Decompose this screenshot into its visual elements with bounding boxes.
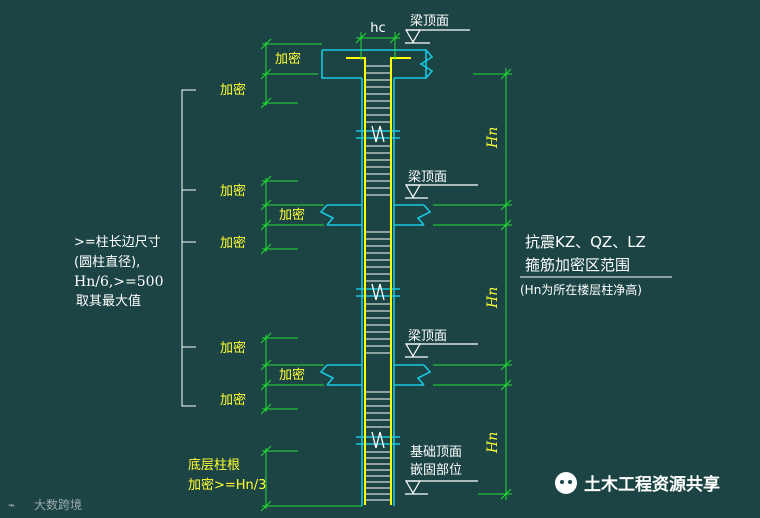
bottom-rule-line1: 底层柱根: [188, 457, 240, 473]
dense-label-d: 加密: [220, 340, 246, 356]
rule-text-line2: (圆柱直径),: [74, 255, 140, 270]
dense-label-c: 加密: [220, 235, 246, 251]
left-bracket: [181, 89, 196, 407]
right-watermark: 土木工程资源共享: [555, 472, 720, 495]
column-sides: [361, 78, 395, 506]
wechat-logo-icon: [555, 472, 577, 494]
dense-label-e: 加密: [220, 392, 246, 408]
hc-dimension: [355, 32, 401, 60]
title-line2: 箍筋加密区范围: [525, 256, 630, 274]
title-line1: 抗震KZ、QZ、LZ: [525, 233, 646, 251]
beam-top-symbols: [404, 29, 478, 495]
top-beam-right: [322, 49, 427, 79]
rule-text-line1: >=柱长边尺寸: [74, 235, 161, 250]
beam-3-break-left: [319, 364, 335, 386]
left-watermark: ⌁ 大数跨境: [8, 497, 82, 512]
hn-label-2: Hn: [485, 287, 501, 309]
beam-2-break-right: [416, 204, 432, 226]
foundation-label-line1: 基础顶面: [410, 445, 462, 460]
dense-label-beam-3: 加密: [279, 367, 305, 383]
hn-label-1: Hn: [485, 127, 501, 149]
beam-3: [327, 364, 424, 386]
beam-3-break-right: [416, 364, 432, 386]
column-break-2: [356, 288, 400, 297]
stirrups: [366, 65, 390, 501]
left-longitudinal-bar: [346, 57, 366, 505]
beam-top-label-2: 梁顶面: [408, 170, 447, 185]
left-watermark-text: 大数跨境: [34, 497, 82, 512]
right-longitudinal-bar: [390, 57, 411, 505]
hc-label: hc: [370, 21, 385, 36]
rule-text-line3: Hn/6,>=500: [74, 274, 163, 290]
dense-label-b: 加密: [220, 183, 246, 199]
hn-label-3: Hn: [485, 432, 501, 454]
structure-outline: [319, 49, 434, 506]
dense-label-top-beam: 加密: [275, 51, 301, 67]
dense-label-a: 加密: [220, 82, 246, 98]
foundation-label-line2: 嵌固部位: [410, 463, 462, 478]
dense-zone-dimensions: [260, 38, 362, 512]
dense-label-beam-2: 加密: [279, 207, 305, 223]
rule-text-line4: 取其最大值: [76, 293, 141, 309]
top-beam-break: [419, 49, 434, 79]
left-watermark-logo-icon: ⌁: [8, 498, 15, 512]
break-symbols: [371, 125, 385, 449]
column-break-3: [356, 436, 400, 445]
right-watermark-text: 土木工程资源共享: [584, 474, 720, 495]
beam-top-label-1: 梁顶面: [410, 14, 449, 29]
rebar: [346, 57, 411, 505]
beam-top-label-3: 梁顶面: [408, 329, 447, 344]
title-note: (Hn为所在楼层柱净高): [520, 282, 642, 297]
bottom-rule-line2: 加密>=Hn/3: [188, 477, 266, 493]
beam-2: [327, 204, 424, 226]
column-break-1: [356, 130, 400, 139]
beam-2-break-left: [319, 204, 335, 226]
hn-dimensions: [433, 68, 512, 500]
top-beam-left: [321, 50, 362, 79]
